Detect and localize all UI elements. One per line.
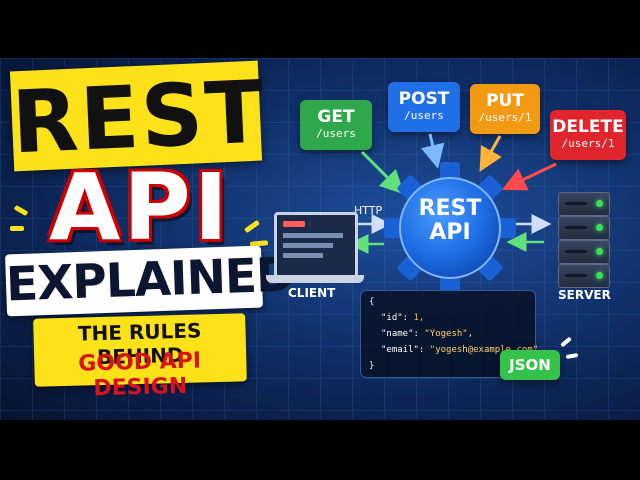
code-open-brace: {	[369, 297, 375, 307]
gear-label-rest: REST	[418, 196, 482, 221]
server-unit	[558, 264, 610, 288]
code-line-name: "name": "Yogesh",	[381, 329, 473, 339]
thumbnail-frame: REST API EXPLAINED THE RULES BEHIND GOOD…	[0, 58, 640, 420]
method-path: /users	[404, 109, 444, 122]
server-icon	[558, 192, 610, 292]
method-verb: GET	[317, 107, 355, 127]
code-line-email: "email": "yogesh@example.com"	[381, 345, 538, 355]
method-get-card: GET /users	[300, 100, 372, 150]
method-path: /users	[316, 127, 356, 140]
method-path: /users/1	[478, 111, 532, 124]
client-label: CLIENT	[288, 286, 336, 300]
method-put-card: PUT /users/1	[470, 84, 540, 134]
laptop-base	[266, 275, 364, 283]
post-arrow-icon	[420, 133, 445, 169]
server-label: SERVER	[558, 288, 611, 302]
gear-label-api: API	[429, 220, 471, 245]
get-arrow-icon	[360, 150, 405, 195]
code-close-brace: }	[369, 361, 375, 371]
server-unit	[558, 240, 610, 264]
method-verb: POST	[398, 89, 450, 109]
method-post-card: POST /users	[388, 82, 460, 132]
code-value: "yogesh@example.com"	[429, 345, 539, 355]
server-unit	[558, 216, 610, 240]
method-path: /users/1	[561, 137, 615, 150]
server-unit	[558, 192, 610, 216]
code-key: "name":	[381, 329, 419, 339]
method-verb: PUT	[486, 91, 524, 111]
http-label: HTTP	[354, 204, 383, 217]
diagram-graphics	[348, 133, 557, 294]
code-key: "email":	[381, 345, 425, 355]
gear-icon	[384, 162, 516, 294]
delete-arrow-icon	[501, 162, 557, 191]
code-value: "Yogesh",	[424, 329, 474, 339]
json-badge: JSON	[500, 350, 560, 380]
title-api: API	[49, 154, 231, 261]
put-arrow-icon	[479, 135, 502, 172]
code-line-id: "id": 1,	[381, 313, 424, 323]
code-value: 1,	[413, 313, 425, 323]
method-verb: DELETE	[552, 117, 624, 137]
laptop-icon	[274, 212, 358, 278]
spark-icon	[10, 226, 24, 231]
method-delete-card: DELETE /users/1	[550, 110, 626, 160]
code-key: "id":	[381, 313, 409, 323]
